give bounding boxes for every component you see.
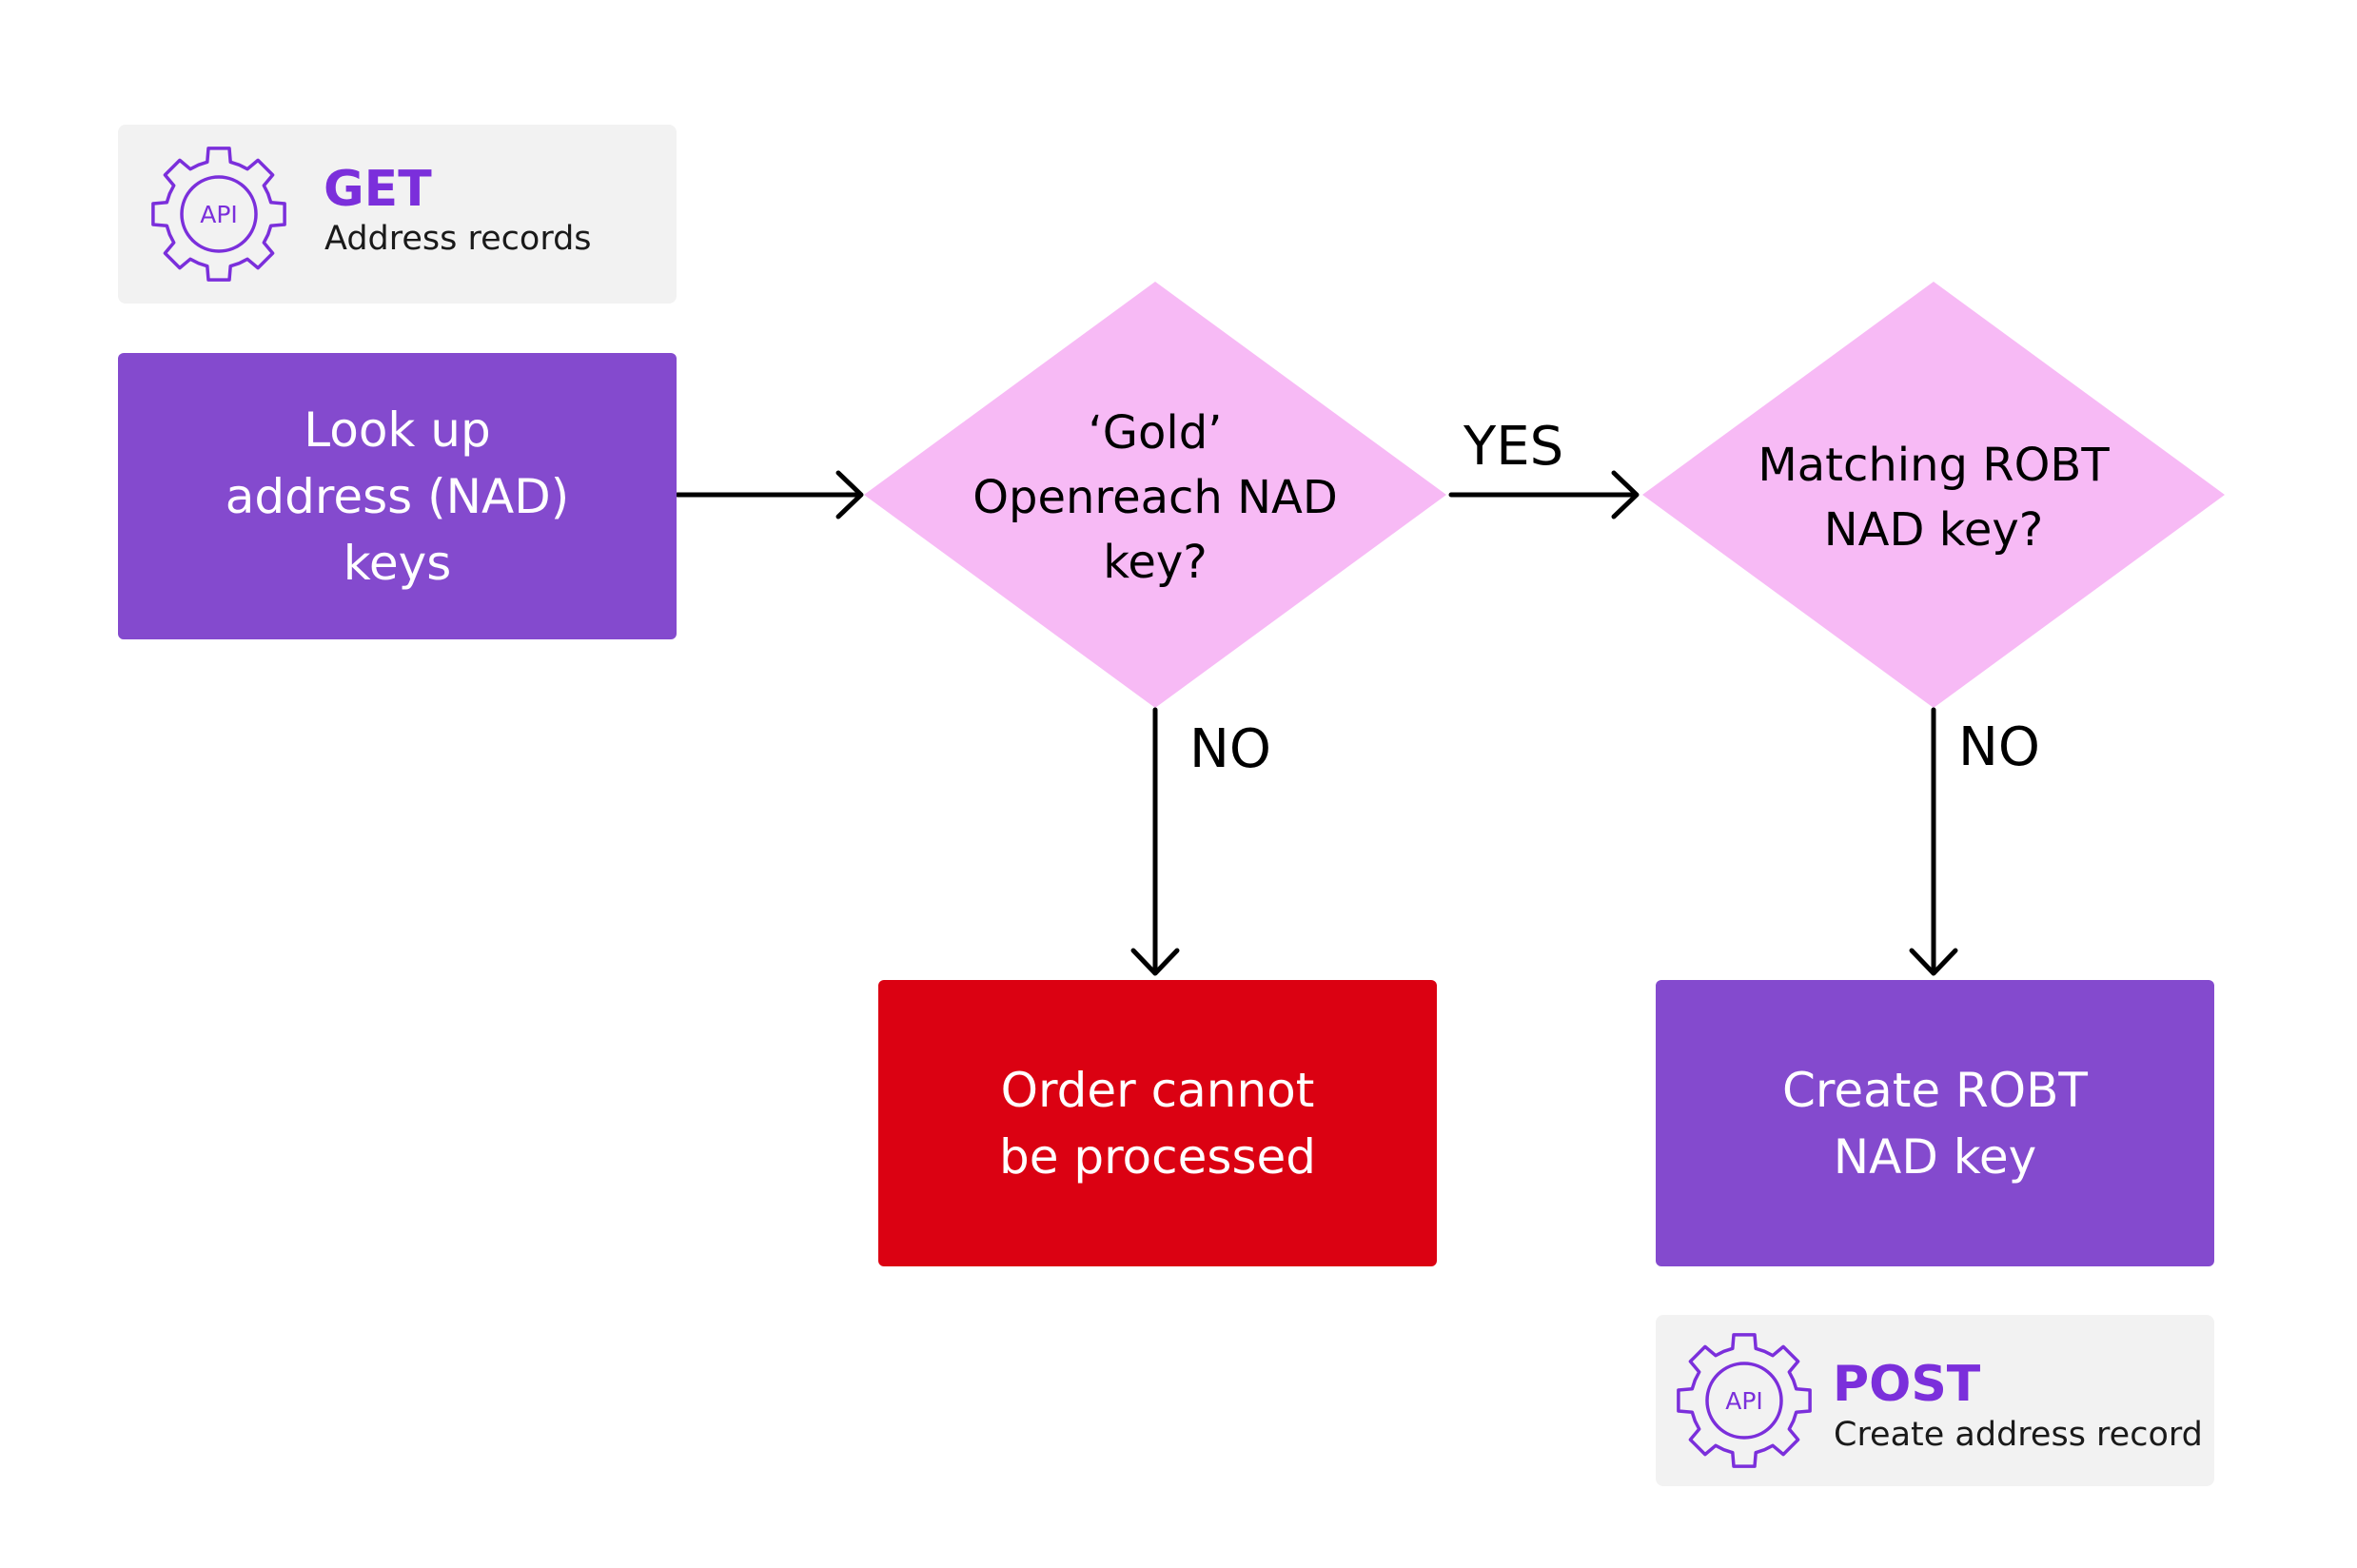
order-fail-label: Order cannot be processed	[999, 1057, 1316, 1190]
api-gear-icon: API	[151, 147, 286, 282]
lookup-node: Look up address (NAD) keys	[118, 353, 677, 639]
order-fail-node: Order cannot be processed	[878, 980, 1437, 1266]
node-line: key?	[1103, 536, 1208, 589]
create-robt-label: Create ROBT NAD key	[1782, 1057, 2088, 1190]
create-robt-node: Create ROBT NAD key	[1656, 980, 2214, 1266]
api-icon-label: API	[200, 201, 238, 228]
lookup-node-label: Look up address (NAD) keys	[226, 397, 569, 597]
api-method: GET	[324, 161, 432, 218]
edge-label-no: NO	[1958, 716, 2040, 778]
node-line: Order cannot	[1000, 1062, 1315, 1118]
node-line: address (NAD)	[225, 468, 570, 524]
arrow-gold-no	[1130, 707, 1180, 976]
gear-outline	[1677, 1333, 1812, 1468]
gold-decision-diamond	[864, 282, 1446, 708]
node-line: Look up	[304, 402, 491, 458]
arrow-lookup-to-gold	[675, 470, 864, 519]
robt-decision-label: Matching ROBT NAD key?	[1684, 433, 2183, 562]
node-line: NAD key?	[1823, 503, 2044, 557]
api-description: Create address record	[1834, 1416, 2203, 1454]
api-icon-label: API	[1725, 1387, 1763, 1415]
robt-decision-diamond	[1642, 282, 2225, 708]
node-line: Create ROBT	[1782, 1062, 2088, 1118]
node-line: Openreach NAD	[972, 471, 1338, 524]
api-description: Address records	[324, 220, 592, 258]
node-line: ‘Gold’	[1088, 406, 1223, 460]
edge-label-yes: YES	[1463, 416, 1564, 478]
api-post-card: API POST Create address record	[1656, 1315, 2214, 1486]
api-gear-icon: API	[1677, 1333, 1812, 1468]
node-line: Matching ROBT	[1758, 439, 2110, 492]
node-line: be processed	[998, 1128, 1317, 1185]
arrow-gold-yes	[1448, 470, 1640, 519]
gear-outline	[151, 147, 286, 282]
node-line: keys	[343, 535, 452, 591]
api-get-card: API GET Address records	[118, 125, 677, 304]
node-line: NAD key	[1833, 1128, 2037, 1185]
gold-decision-label: ‘Gold’ Openreach NAD key?	[917, 401, 1393, 595]
edge-label-no: NO	[1189, 718, 1271, 780]
arrow-robt-no	[1909, 707, 1958, 976]
api-method: POST	[1833, 1356, 1981, 1413]
